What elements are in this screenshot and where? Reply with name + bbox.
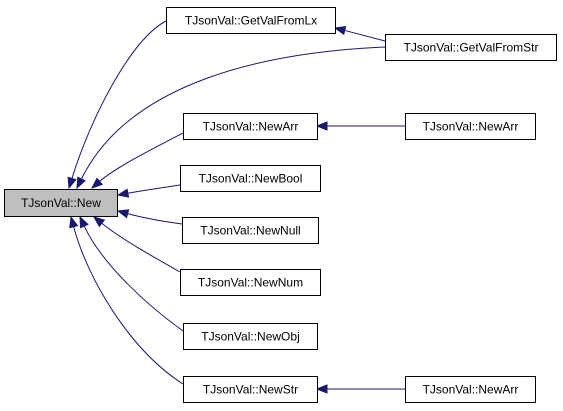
node-label: TJsonVal::NewBool xyxy=(199,172,303,186)
edge-newarr_caller_2-to-newstr xyxy=(315,384,405,394)
node-label: TJsonVal::NewStr xyxy=(203,383,298,397)
arrow-head xyxy=(90,177,104,189)
node-box xyxy=(180,269,321,296)
node-getvalfromlx[interactable]: TJsonVal::GetValFromLx xyxy=(166,7,336,34)
node-label: TJsonVal::NewArr xyxy=(423,120,519,134)
node-label: TJsonVal::NewArr xyxy=(203,120,299,134)
node-box xyxy=(183,376,318,403)
arrow-head xyxy=(76,176,86,190)
node-box xyxy=(405,376,536,403)
edge-getvalfromstr-to-getvalfromlx xyxy=(333,25,386,42)
arrow-head xyxy=(116,188,130,198)
edge-line xyxy=(71,20,167,179)
arrow-head xyxy=(67,176,77,190)
arrow-head xyxy=(116,209,130,219)
node-box xyxy=(4,189,118,217)
arrow-head xyxy=(315,121,328,131)
node-label: TJsonVal::NewArr xyxy=(423,383,519,397)
arrow-head xyxy=(79,215,89,229)
edge-newarr_caller_1-to-newarr xyxy=(315,121,405,131)
node-label: TJsonVal::NewNull xyxy=(200,224,300,238)
edge-line xyxy=(344,29,386,42)
edge-newnum-to-new xyxy=(92,216,181,273)
node-newarr-caller-2[interactable]: TJsonVal::NewArr xyxy=(405,376,536,403)
node-newobj[interactable]: TJsonVal::NewObj xyxy=(183,323,318,350)
node-label: TJsonVal::GetValFromLx xyxy=(185,14,317,28)
edge-line xyxy=(127,184,181,194)
edge-line xyxy=(83,225,184,332)
arrow-head xyxy=(92,216,106,228)
node-newstr[interactable]: TJsonVal::NewStr xyxy=(183,376,318,403)
edge-getvalfromlx-to-new xyxy=(67,20,167,190)
edge-newarr-to-new xyxy=(90,132,184,189)
node-box xyxy=(183,323,318,350)
edge-line xyxy=(80,46,386,180)
arrow-head xyxy=(315,384,328,394)
node-label: TJsonVal::NewNum xyxy=(198,276,303,290)
node-newnull[interactable]: TJsonVal::NewNull xyxy=(182,217,319,244)
edge-newnull-to-new xyxy=(116,209,183,225)
node-label: TJsonVal::NewObj xyxy=(201,330,299,344)
edge-getvalfromstr-to-new xyxy=(76,46,386,190)
edge-newbool-to-new xyxy=(116,184,181,198)
node-box xyxy=(182,217,319,244)
edge-line xyxy=(127,213,183,225)
nodes-layer: TJsonVal::New TJsonVal::GetValFromLxTJson… xyxy=(4,7,557,403)
node-box xyxy=(166,7,336,34)
arrow-head xyxy=(69,215,79,229)
node-label: TJsonVal::GetValFromStr xyxy=(404,41,539,55)
edges-layer xyxy=(67,20,405,394)
node-box xyxy=(180,165,321,192)
edge-line xyxy=(73,226,184,385)
node-label: TJsonVal::New xyxy=(21,196,101,210)
arrow-head xyxy=(333,25,347,36)
node-new: TJsonVal::New xyxy=(4,189,118,217)
node-newarr-caller-1[interactable]: TJsonVal::NewArr xyxy=(405,113,536,140)
node-getvalfromstr[interactable]: TJsonVal::GetValFromStr xyxy=(385,34,557,61)
edge-line xyxy=(101,222,181,273)
edge-newobj-to-new xyxy=(79,215,184,332)
node-newnum[interactable]: TJsonVal::NewNum xyxy=(180,269,321,296)
node-box xyxy=(183,113,318,140)
edge-line xyxy=(99,132,184,182)
edge-newstr-to-new xyxy=(69,215,184,385)
node-newbool[interactable]: TJsonVal::NewBool xyxy=(180,165,321,192)
node-newarr[interactable]: TJsonVal::NewArr xyxy=(183,113,318,140)
node-box xyxy=(405,113,536,140)
node-box xyxy=(385,34,557,61)
